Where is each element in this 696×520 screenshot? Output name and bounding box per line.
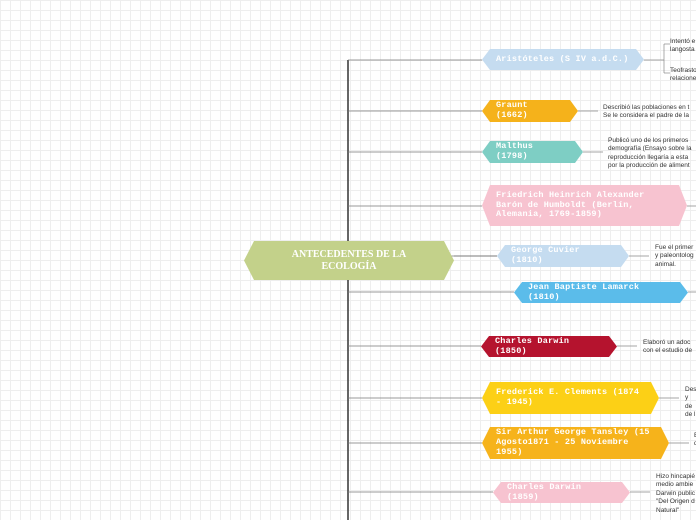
branch-aristoteles[interactable]: Aristóteles (S IV a.d.C.) xyxy=(482,49,644,70)
central-topic[interactable]: ANTECEDENTES DE LA ECOLOGÍA xyxy=(244,241,454,280)
branch-darwin-1850[interactable]: Charles Darwin (1850) xyxy=(481,336,617,357)
branch-lamarck[interactable]: Jean Baptiste Lamarck (1810) xyxy=(514,282,688,303)
branch-clements[interactable]: Frederick E. Clements (1874 - 1945) xyxy=(482,382,659,414)
branch-cuvier[interactable]: George Cuvier (1810) xyxy=(497,245,629,267)
note-graunt: Describió las poblaciones en t Se le con… xyxy=(603,104,690,120)
note-clements: Des y de de l xyxy=(685,386,696,419)
branch-tansley[interactable]: Sir Arthur George Tansley (15 Agosto1871… xyxy=(482,427,669,459)
note-tansley: E d xyxy=(694,432,696,448)
note-darwin-1850: Elaboró un adoc con el estudio de xyxy=(643,339,693,355)
note-aristoteles-2: Teofrasto relacione xyxy=(670,67,696,83)
note-malthus: Publicó uno de los primeros demografía (… xyxy=(608,137,692,170)
note-cuvier: Fue el primer y paleontolog animal. xyxy=(655,244,694,268)
branch-darwin-1859[interactable]: Charles Darwin (1859) xyxy=(493,482,630,503)
branch-graunt[interactable]: Graunt (1662) xyxy=(482,100,578,122)
note-aristoteles-1: Intentó e langosta xyxy=(670,38,696,54)
note-darwin-1859: Hizo hincapié medio ambie Darwin public … xyxy=(656,473,696,514)
branch-malthus[interactable]: Malthus (1798) xyxy=(482,141,583,163)
branch-humboldt[interactable]: Friedrich Heinrich Alexander Barón de Hu… xyxy=(482,185,687,226)
